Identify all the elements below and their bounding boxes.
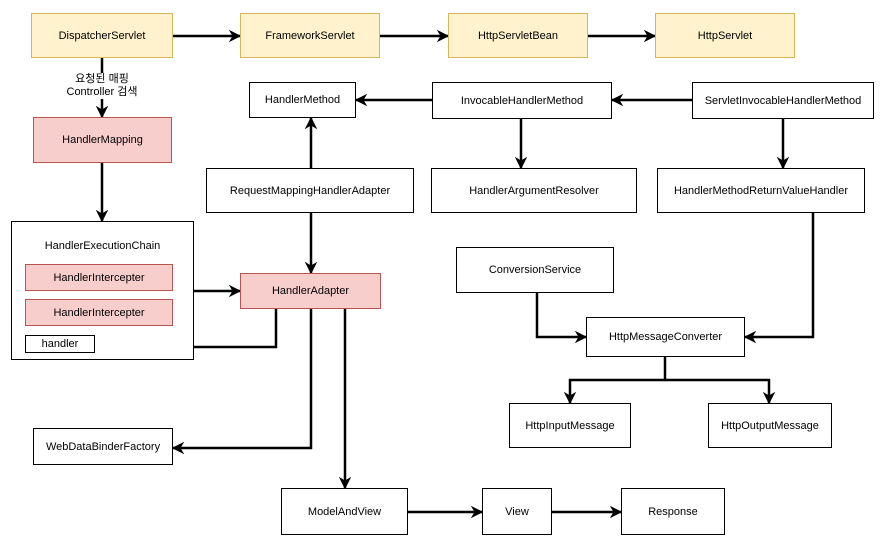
- web-data-binder-factory-node[interactable]: WebDataBinderFactory: [33, 428, 173, 465]
- model-and-view-node[interactable]: ModelAndView: [281, 488, 408, 535]
- invocable-handler-method-node[interactable]: InvocableHandlerMethod: [432, 82, 612, 119]
- conversion-service-node[interactable]: ConversionService: [456, 247, 614, 293]
- servlet-invocable-handler-method-node[interactable]: ServletInvocableHandlerMethod: [692, 82, 874, 119]
- handler-argument-resolver-node[interactable]: HandlerArgumentResolver: [431, 168, 637, 213]
- http-message-converter-node[interactable]: HttpMessageConverter: [586, 317, 745, 357]
- handler-node[interactable]: handler: [25, 335, 95, 353]
- dispatcher-servlet-node[interactable]: DispatcherServlet: [31, 13, 173, 58]
- handler-adapter-node[interactable]: HandlerAdapter: [240, 273, 381, 309]
- handler-method-node[interactable]: HandlerMethod: [249, 82, 356, 118]
- edge-handleradapter-to-webdatabinder: [171, 309, 313, 455]
- edge-conversion-to-converter: [535, 293, 588, 344]
- handler-interceptor-1-node[interactable]: HandlerIntercepter: [25, 264, 173, 291]
- mapping-edge-label: 요청된 매핑 Controller 검색: [52, 73, 152, 99]
- framework-servlet-node[interactable]: FrameworkServlet: [240, 13, 380, 58]
- request-mapping-handler-adapter-node[interactable]: RequestMappingHandlerAdapter: [206, 168, 414, 213]
- mapping-edge-label-line1: 요청된 매핑: [75, 73, 129, 85]
- http-output-message-node[interactable]: HttpOutputMessage: [708, 403, 832, 448]
- response-node[interactable]: Response: [621, 488, 725, 535]
- http-servlet-node[interactable]: HttpServlet: [655, 13, 795, 58]
- handler-execution-chain-title: HandlerExecutionChain: [44, 240, 161, 252]
- http-servlet-bean-node[interactable]: HttpServletBean: [448, 13, 588, 58]
- edge-converter-to-outputmessage: [665, 378, 776, 405]
- view-node[interactable]: View: [482, 488, 552, 535]
- mapping-edge-label-line2: Controller 검색: [66, 86, 138, 98]
- handler-method-return-value-handler-node[interactable]: HandlerMethodReturnValueHandler: [657, 168, 865, 213]
- handler-mapping-node[interactable]: HandlerMapping: [33, 117, 172, 163]
- edge-converter-to-inputmessage: [563, 357, 667, 405]
- edge-returnvalue-to-converter: [743, 213, 815, 344]
- handler-interceptor-2-node[interactable]: HandlerIntercepter: [25, 299, 173, 326]
- http-input-message-node[interactable]: HttpInputMessage: [509, 403, 631, 448]
